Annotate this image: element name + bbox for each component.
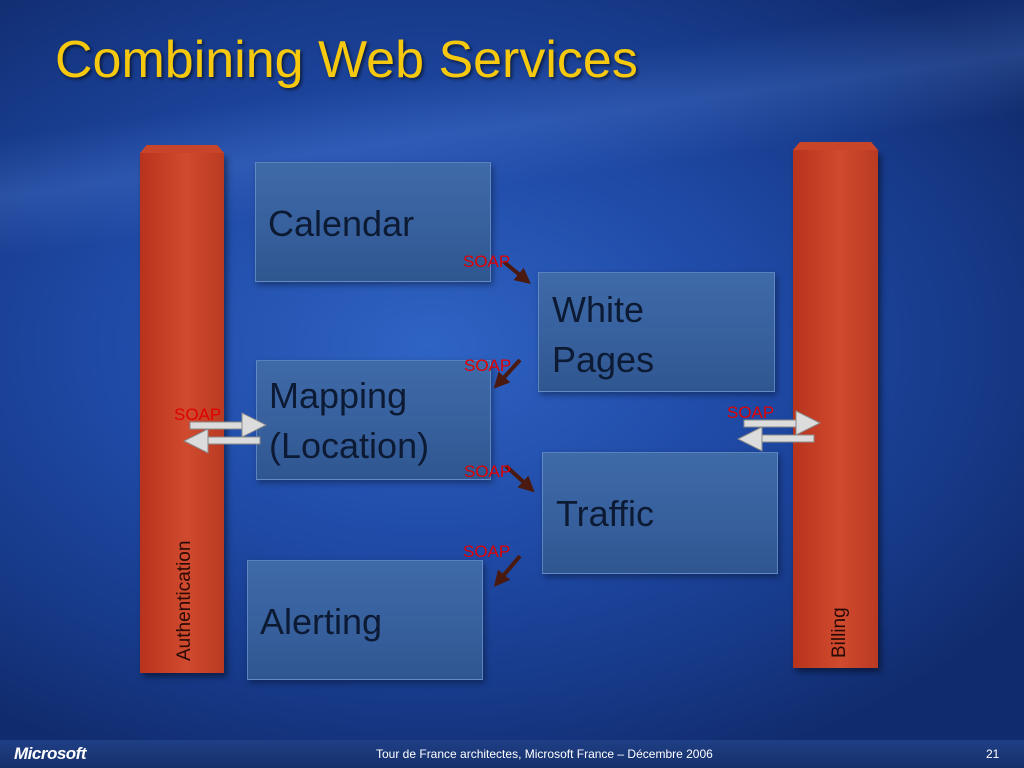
- white-pages-label: White Pages: [552, 289, 655, 380]
- page-number: 21: [986, 747, 1000, 761]
- soap-label-traffic-billing: SOAP: [727, 403, 775, 422]
- calendar-label: Calendar: [268, 203, 415, 244]
- traffic-label: Traffic: [556, 493, 655, 534]
- slide-title: Combining Web Services: [55, 31, 638, 89]
- calendar-box: Calendar: [255, 162, 491, 282]
- soap-label-traffic-alerting: SOAP: [463, 542, 511, 561]
- mapping-to-traffic-arrow: [504, 464, 535, 493]
- mapping-label: Mapping (Location): [269, 375, 430, 466]
- traffic-billing-double-arrow: [736, 410, 822, 452]
- billing-bar: Billing: [793, 142, 878, 668]
- soap-label-auth-mapping: SOAP: [174, 405, 222, 424]
- microsoft-logo: Microsoft: [14, 744, 87, 763]
- mapping-box: Mapping (Location): [256, 360, 491, 480]
- traffic-box: Traffic: [542, 452, 778, 574]
- authentication-bar-cap: [140, 145, 224, 153]
- auth-mapping-double-arrow: [182, 412, 268, 454]
- alerting-box: Alerting: [247, 560, 483, 680]
- soap-label-whitepages-mapping: SOAP: [464, 356, 512, 375]
- footer-text: Tour de France architectes, Microsoft Fr…: [376, 747, 713, 761]
- soap-label-mapping-traffic: SOAP: [464, 462, 512, 481]
- billing-bar-cap: [793, 142, 878, 150]
- white-pages-box: White Pages: [538, 272, 775, 392]
- soap-label-calendar-whitepages: SOAP: [463, 252, 511, 271]
- whitepages-to-mapping-arrow: [493, 358, 522, 389]
- calendar-to-whitepages-arrow: [502, 260, 531, 285]
- footer-bar: Microsoft Tour de France architectes, Mi…: [0, 740, 1024, 768]
- traffic-to-alerting-arrow: [493, 554, 522, 587]
- alerting-label: Alerting: [260, 601, 383, 642]
- authentication-bar: Authentication: [140, 145, 224, 673]
